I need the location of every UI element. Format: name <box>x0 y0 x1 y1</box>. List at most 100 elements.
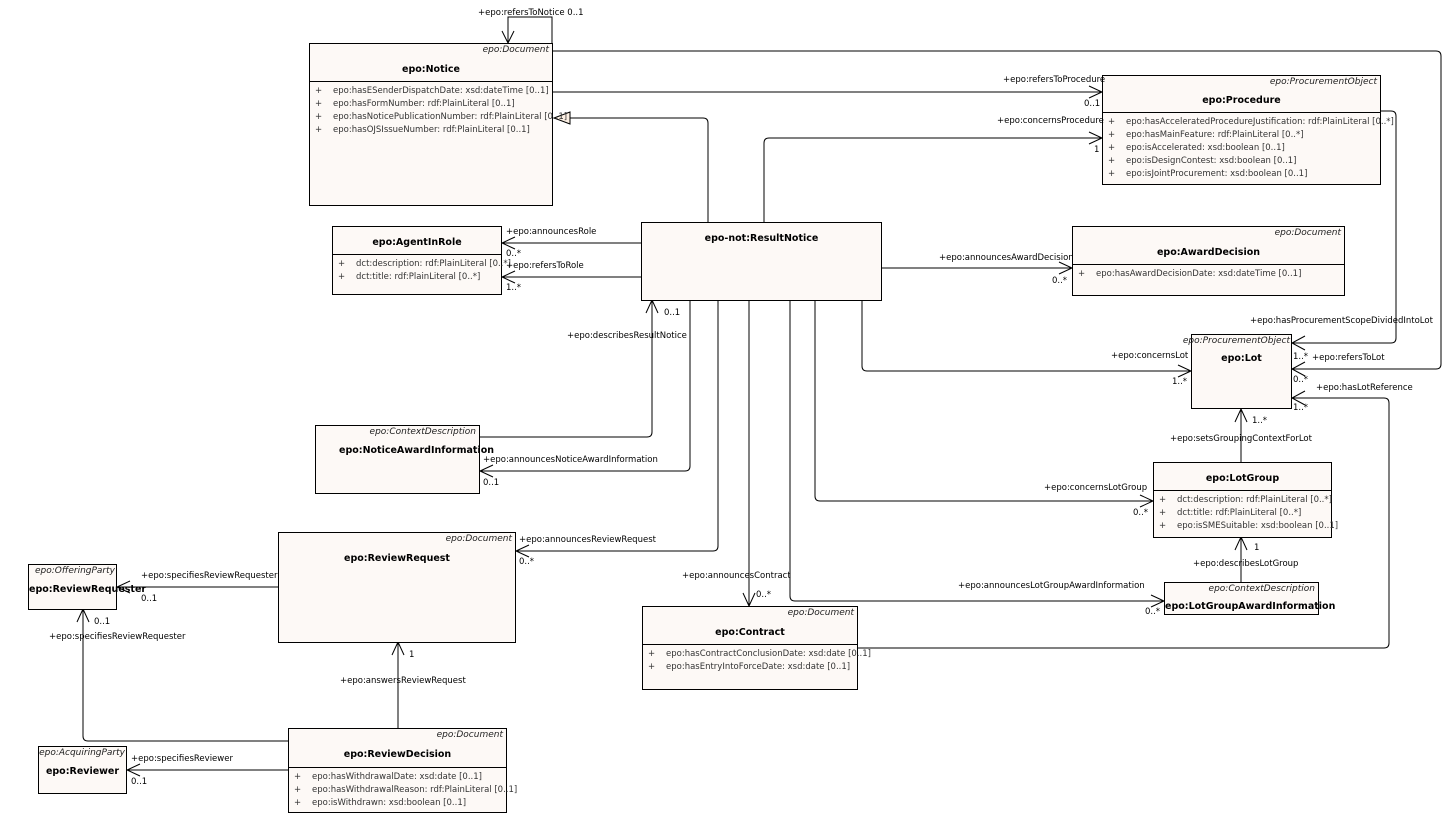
multiplicity: 1 <box>409 650 415 660</box>
class-name: epo:LotGroupAwardInformation <box>1165 601 1336 612</box>
arrowhead <box>1290 390 1306 406</box>
class-name: epo:NoticeAwardInformation <box>339 445 494 456</box>
stereotype: epo:ContextDescription <box>369 427 476 437</box>
class-result-notice[interactable]: epo-not:ResultNotice <box>641 222 882 301</box>
attribute: +epo:hasWithdrawalDate: xsd:date [0..1] <box>294 772 482 782</box>
edge-label: +epo:hasProcurementScopeDividedIntoLot <box>1250 316 1433 326</box>
multiplicity: 0..* <box>756 590 772 600</box>
stereotype: epo:Document <box>482 45 549 55</box>
class-reviewer[interactable]: epo:AcquiringParty epo:Reviewer <box>38 746 127 794</box>
arrowhead <box>1290 335 1306 351</box>
stereotype: epo:ProcurementObject <box>1269 77 1377 87</box>
edge-generalization <box>570 117 709 222</box>
attribute: +epo:isDesignContest: xsd:boolean [0..1] <box>1108 156 1297 166</box>
multiplicity: 0..1 <box>131 777 148 787</box>
stereotype: epo:Document <box>445 534 512 544</box>
class-award-decision[interactable]: epo:Document epo:AwardDecision +epo:hasA… <box>1072 226 1345 296</box>
edge-label: +epo:concernsProcedure <box>997 116 1104 126</box>
attribute: +epo:isAccelerated: xsd:boolean [0..1] <box>1108 143 1285 153</box>
stereotype: epo:Document <box>787 608 854 618</box>
attribute-list: +dct:description: rdf:PlainLiteral [0..*… <box>1154 490 1339 533</box>
class-name: epo:AwardDecision <box>1156 247 1260 258</box>
edge-label: +epo:announcesLotGroupAwardInformation <box>958 581 1145 591</box>
edge-label: +epo:announcesReviewRequest <box>519 535 656 545</box>
class-notice[interactable]: epo:Document epo:Notice +epo:hasESenderD… <box>309 43 568 206</box>
stereotype: epo:ContextDescription <box>1208 584 1315 594</box>
arrowhead <box>1234 407 1248 423</box>
edge-refers-to-notice <box>507 16 553 43</box>
class-lot-group-award-information[interactable]: epo:ContextDescription epo:LotGroupAward… <box>1164 582 1336 615</box>
class-name: epo:Procedure <box>1202 95 1281 106</box>
edge-label: +epo:describesLotGroup <box>1193 559 1299 569</box>
edge-label: +epo:setsGroupingContextForLot <box>1170 434 1312 444</box>
edge-label: +epo:answersReviewRequest <box>340 676 466 686</box>
class-contract[interactable]: epo:Document epo:Contract +epo:hasContra… <box>642 606 871 690</box>
class-procedure[interactable]: epo:ProcurementObject epo:Procedure +epo… <box>1102 75 1394 185</box>
edge-specifies-review-requester-2 <box>82 609 288 742</box>
attribute: +epo:hasFormNumber: rdf:PlainLiteral [0.… <box>315 99 515 109</box>
arrowhead <box>1290 361 1306 377</box>
attribute-list: +epo:hasWithdrawalDate: xsd:date [0..1] … <box>289 767 518 810</box>
arrowhead <box>115 580 131 594</box>
attribute: +epo:isJointProcurement: xsd:boolean [0.… <box>1108 169 1308 179</box>
class-name: epo:ReviewDecision <box>343 749 452 760</box>
edge-announces-review-request <box>516 300 719 552</box>
attribute: +epo:hasAwardDecisionDate: xsd:dateTime … <box>1078 269 1302 279</box>
class-review-requester[interactable]: epo:OfferingParty epo:ReviewRequester <box>28 564 146 610</box>
multiplicity: 0..* <box>1145 607 1161 617</box>
multiplicity: 0..1 <box>664 308 681 318</box>
attribute: +dct:title: rdf:PlainLiteral [0..*] <box>338 272 481 282</box>
edge-concerns-lot <box>861 300 1191 372</box>
multiplicity: 0..1 <box>141 594 158 604</box>
class-name: epo-not:ResultNotice <box>704 233 819 244</box>
class-notice-award-information[interactable]: epo:ContextDescription epo:NoticeAwardIn… <box>315 425 494 494</box>
attribute-list: +epo:hasContractConclusionDate: xsd:date… <box>643 644 871 674</box>
multiplicity: 0..1 <box>1084 99 1101 109</box>
class-name: epo:LotGroup <box>1205 473 1280 484</box>
class-name: epo:Reviewer <box>45 766 120 777</box>
class-agent-in-role[interactable]: epo:AgentInRole +dct:description: rdf:Pl… <box>332 226 511 295</box>
generalization-arrowhead <box>552 111 571 125</box>
attribute: +epo:hasContractConclusionDate: xsd:date… <box>648 649 871 659</box>
arrowhead <box>500 270 516 284</box>
edge-label: +epo:refersToLot <box>1312 353 1385 363</box>
class-name: epo:ReviewRequest <box>344 553 450 564</box>
multiplicity: 0..* <box>1293 375 1309 385</box>
stereotype: epo:OfferingParty <box>34 566 115 576</box>
attribute-list: +epo:hasAwardDecisionDate: xsd:dateTime … <box>1073 264 1344 281</box>
arrowhead <box>514 544 530 558</box>
edge-label: +epo:announcesRole <box>506 227 597 237</box>
attribute: +epo:isSMESuitable: xsd:boolean [0..1] <box>1159 521 1339 531</box>
attribute: +epo:isWithdrawn: xsd:boolean [0..1] <box>294 798 467 808</box>
class-review-request[interactable]: epo:Document epo:ReviewRequest <box>278 532 516 643</box>
multiplicity: 0..* <box>506 249 522 259</box>
arrowhead <box>478 464 494 478</box>
attribute: +epo:hasNoticePublicationNumber: rdf:Pla… <box>315 112 568 122</box>
stereotype: epo:AcquiringParty <box>39 748 125 758</box>
class-lot[interactable]: epo:ProcurementObject epo:Lot <box>1183 334 1292 409</box>
class-name: epo:Lot <box>1221 353 1262 364</box>
edge-label: +epo:specifiesReviewer <box>131 754 233 764</box>
multiplicity: 0..* <box>1052 276 1068 286</box>
arrowhead <box>500 236 516 250</box>
multiplicity: 0..* <box>1133 508 1149 518</box>
class-lot-group[interactable]: epo:LotGroup +dct:description: rdf:Plain… <box>1153 462 1339 538</box>
edge-label: +epo:announcesContract <box>682 571 791 581</box>
edge-label: +epo:specifiesReviewRequester <box>49 632 186 642</box>
class-review-decision[interactable]: epo:Document epo:ReviewDecision +epo:has… <box>288 728 518 813</box>
attribute: +epo:hasESenderDispatchDate: xsd:dateTim… <box>315 86 549 96</box>
edge-concerns-procedure <box>763 137 1102 222</box>
edge-label: +epo:describesResultNotice <box>567 331 687 341</box>
edge-label: +epo:refersToNotice 0..1 <box>478 8 584 18</box>
attribute: +epo:hasWithdrawalReason: rdf:PlainLiter… <box>294 785 518 795</box>
multiplicity: 1..* <box>1172 377 1188 387</box>
attribute-list: +epo:hasESenderDispatchDate: xsd:dateTim… <box>310 81 568 137</box>
attribute: +dct:title: rdf:PlainLiteral [0..*] <box>1159 508 1302 518</box>
attribute: +dct:description: rdf:PlainLiteral [0..*… <box>1159 495 1332 505</box>
attribute: +dct:description: rdf:PlainLiteral [0..*… <box>338 259 511 269</box>
multiplicity: 1..* <box>1293 352 1309 362</box>
class-name: epo:Notice <box>402 64 460 75</box>
class-name: epo:Contract <box>715 627 785 638</box>
edge-concerns-lot-group <box>814 300 1153 502</box>
attribute: +epo:hasOJSIssueNumber: rdf:PlainLiteral… <box>315 125 530 135</box>
